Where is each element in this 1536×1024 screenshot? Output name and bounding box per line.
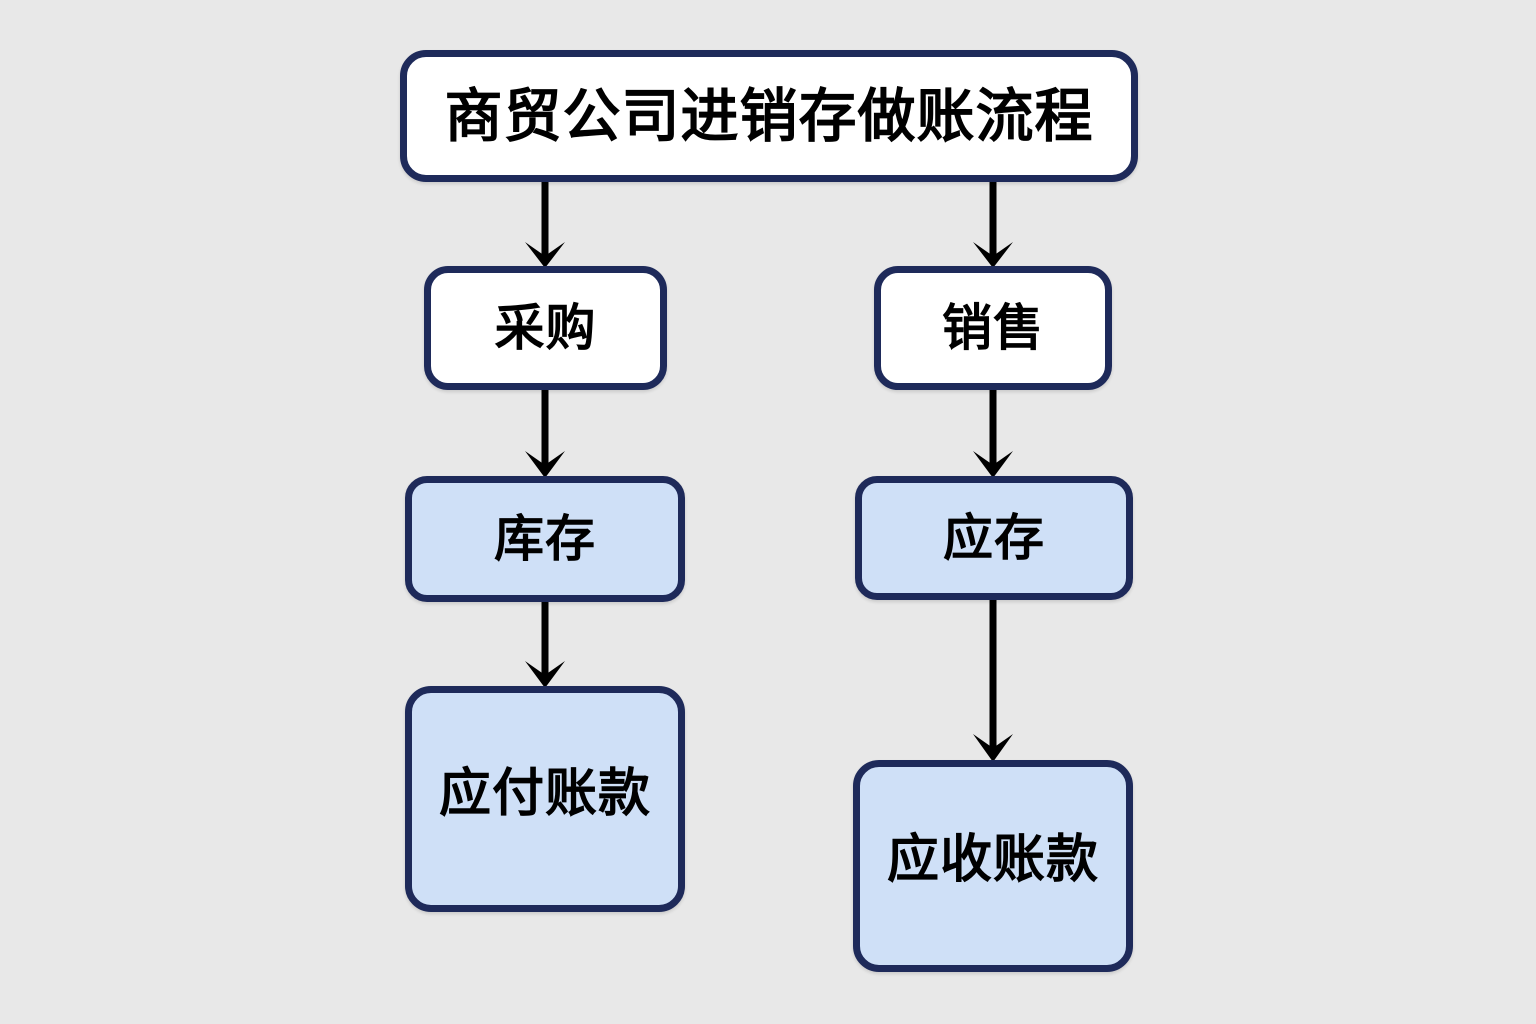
node-inventory: 库存 (405, 476, 685, 602)
node-accounts-receivable: 应收账款 (853, 760, 1133, 972)
node-purchase: 采购 (424, 266, 667, 390)
node-title: 商贸公司进销存做账流程 (400, 50, 1138, 182)
arrow-purchase-to-inventory (515, 388, 575, 480)
node-accounts-payable: 应付账款 (405, 686, 685, 912)
node-sales: 销售 (874, 266, 1112, 390)
arrow-sales-to-payable-stock (963, 388, 1023, 480)
node-payable-stock: 应存 (855, 476, 1133, 600)
arrow-payable-stock-to-accounts-receivable (963, 598, 1023, 764)
arrow-title-to-purchase (515, 180, 575, 270)
arrow-inventory-to-accounts-payable (515, 600, 575, 690)
arrow-title-to-sales (963, 180, 1023, 270)
